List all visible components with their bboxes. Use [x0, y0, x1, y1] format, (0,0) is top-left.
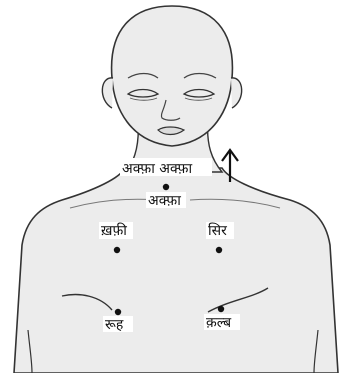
- label-upper-left: ख़फ़ी: [101, 222, 127, 239]
- point-upper-right: [216, 247, 222, 253]
- point-lower-left: [115, 309, 121, 315]
- point-lower-right: [218, 306, 224, 312]
- label-top: अक्फ़ा अक्फ़ा: [122, 161, 192, 177]
- label-lower-right: क़ल्ब: [206, 315, 232, 331]
- point-center: [163, 184, 169, 190]
- head: [112, 6, 233, 146]
- point-upper-left: [114, 247, 120, 253]
- left-ear: [102, 78, 113, 108]
- label-upper-right: सिर: [208, 222, 227, 239]
- label-lower-left: रूह: [105, 317, 124, 333]
- label-center: अक्फ़ा: [148, 193, 181, 209]
- right-ear: [231, 78, 242, 108]
